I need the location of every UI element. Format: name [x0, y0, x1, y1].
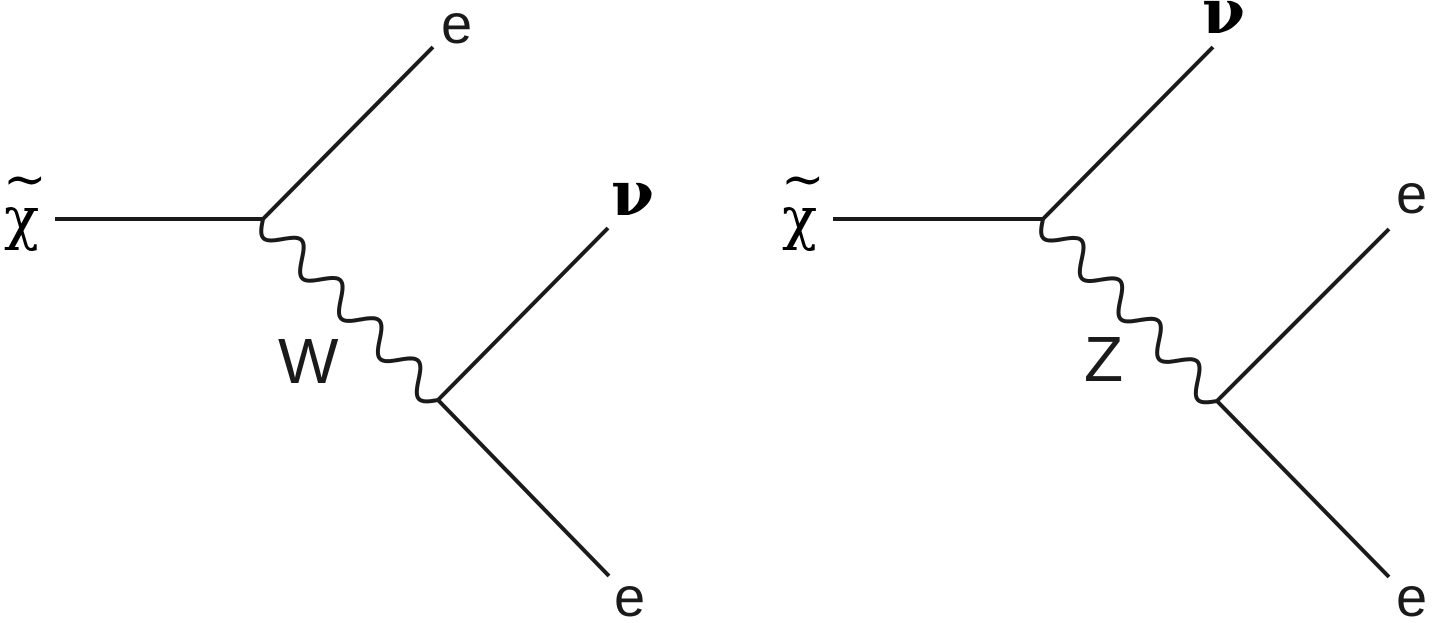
decay-upper-line [1215, 227, 1391, 403]
decay-lower-line [436, 398, 611, 578]
top-outgoing-line [261, 45, 435, 221]
decay-lower-label: e [1396, 565, 1427, 623]
top-outgoing-label: e [441, 0, 472, 55]
top-outgoing-line [1041, 45, 1215, 221]
boson-propagator [1039, 218, 1218, 405]
diagram-z: ~ χ ν Z e e [781, 0, 1427, 623]
decay-lower-label: e [614, 565, 645, 623]
top-outgoing-label: ν [1202, 0, 1245, 48]
incoming-label: χ [782, 184, 817, 252]
incoming-label: χ [4, 184, 39, 252]
decay-upper-line [436, 226, 610, 402]
diagram-w: ~ χ e W ν e [3, 0, 654, 623]
chi-tilde-mark: ~ [781, 150, 825, 210]
boson-propagator [259, 218, 439, 404]
decay-lower-line [1215, 399, 1391, 579]
chi-tilde-mark: ~ [3, 150, 47, 210]
decay-upper-label: e [1396, 162, 1427, 225]
boson-label: W [278, 325, 339, 397]
decay-upper-label: ν [611, 157, 654, 230]
boson-label: Z [1084, 323, 1123, 395]
